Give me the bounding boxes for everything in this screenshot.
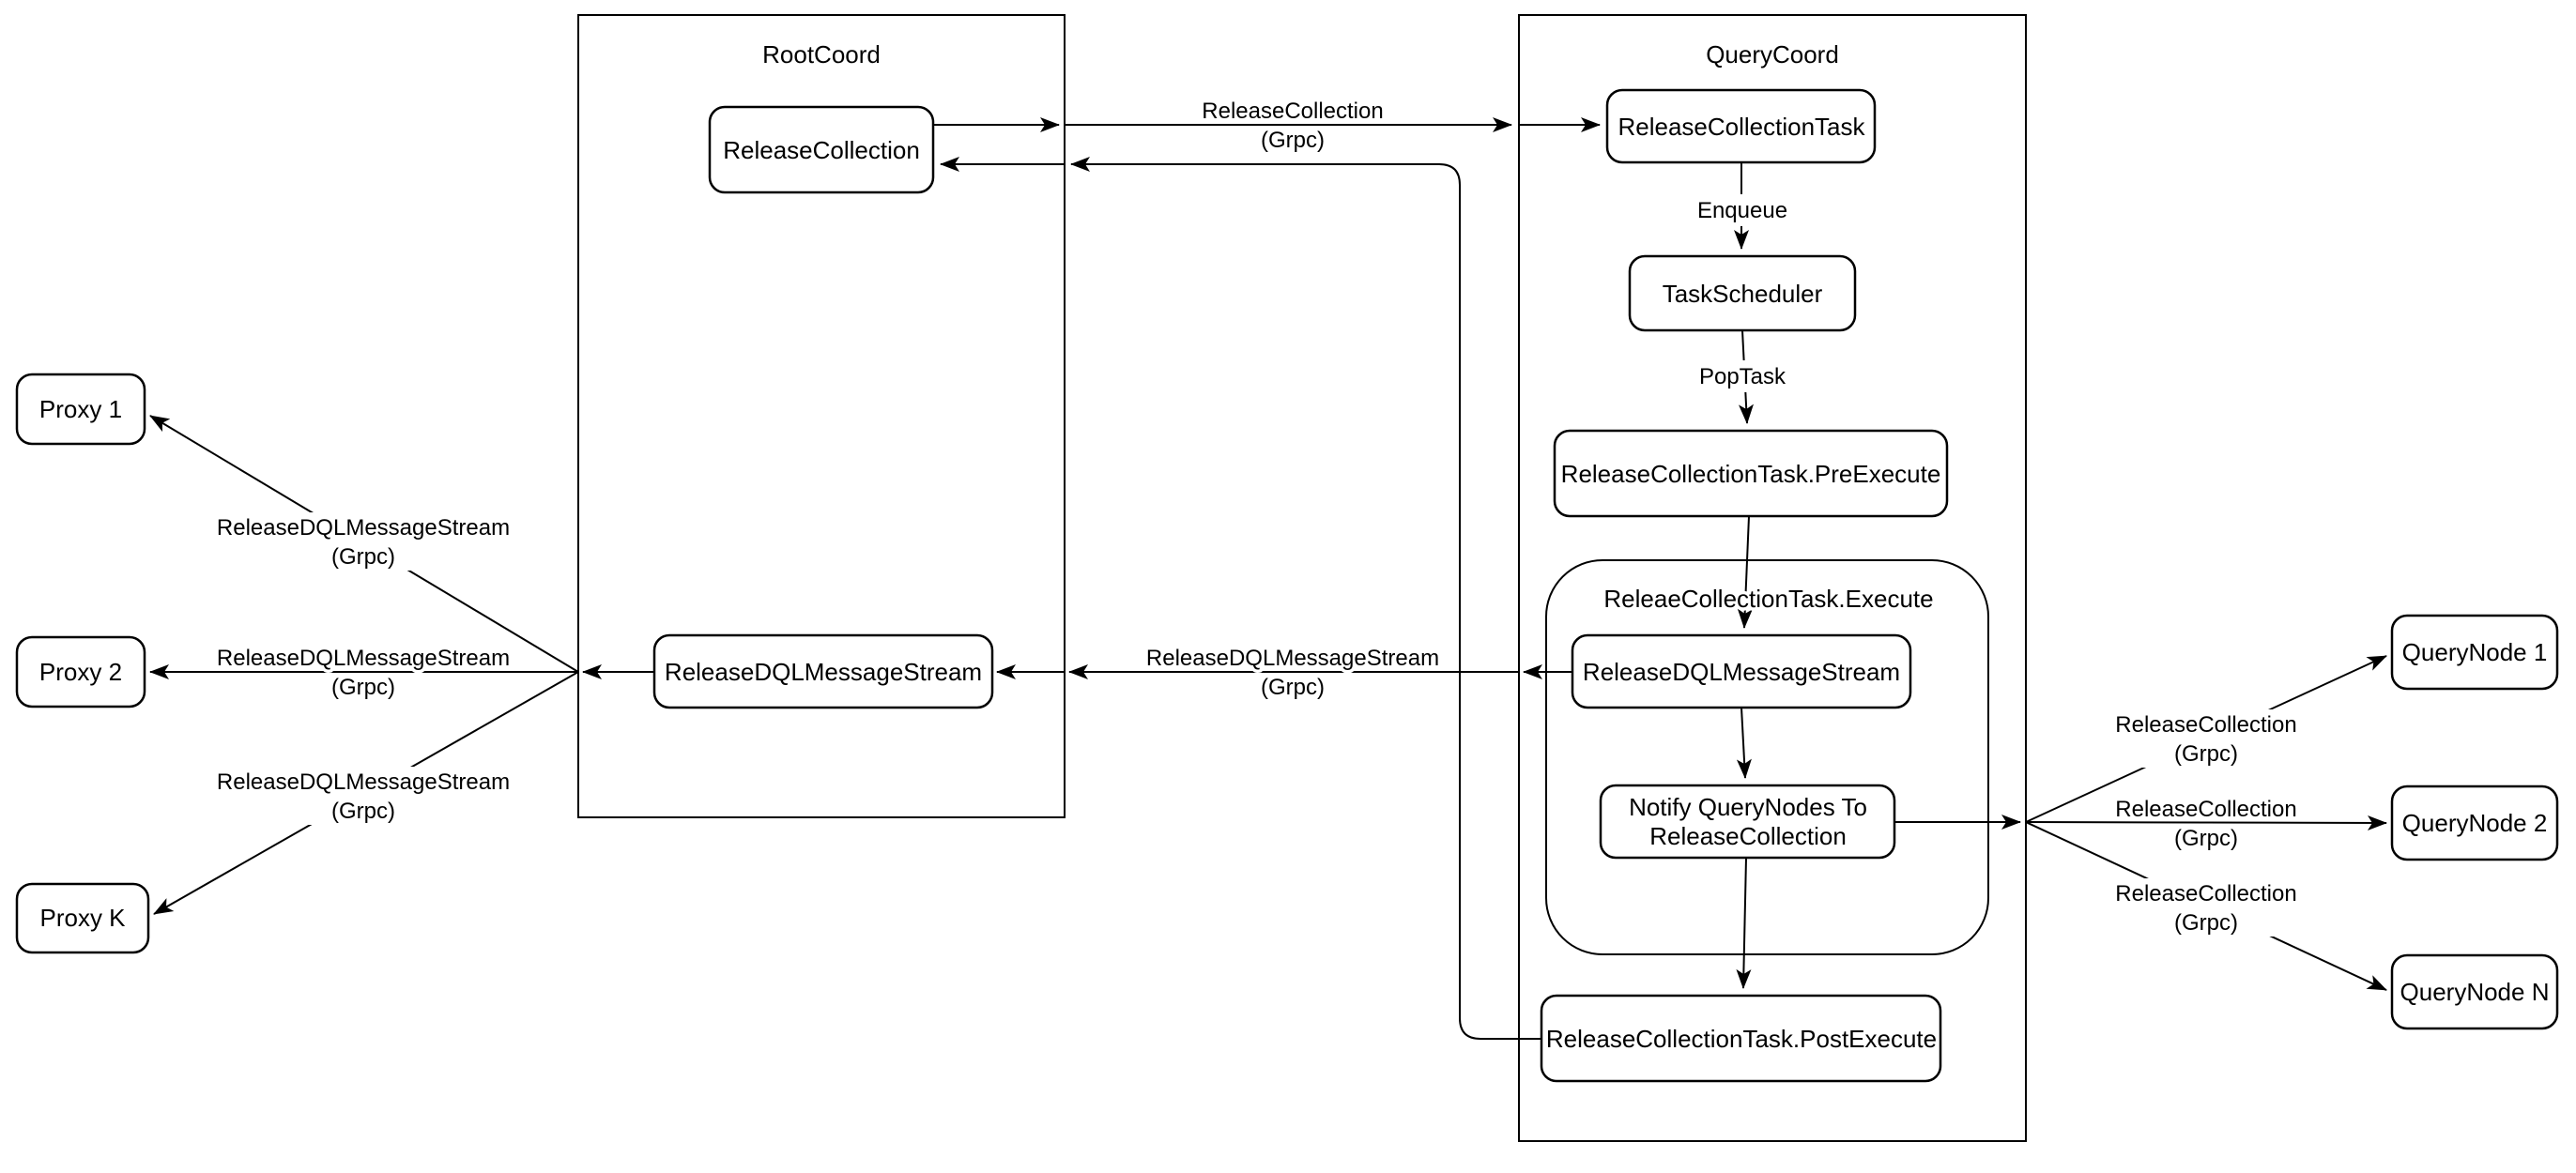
querynode-n-label: QueryNode N <box>2400 978 2550 1006</box>
querynode-2-label: QueryNode 2 <box>2402 809 2548 837</box>
enqueue-edge-label: Enqueue <box>1697 198 1787 223</box>
label-bg-poptask <box>1694 360 1791 392</box>
proxy-k-label: Proxy K <box>39 904 126 932</box>
label-bg-enqueue <box>1691 194 1794 226</box>
node-release-collection <box>708 105 935 194</box>
proxy-1-label: Proxy 1 <box>39 395 122 423</box>
node-querynode-1 <box>2390 614 2559 691</box>
rc-grpc-qn1-label-line1: ReleaseCollection <box>2115 712 2296 738</box>
dql-grpc-proxyk-label-line1: ReleaseDQLMessageStream <box>217 769 510 795</box>
release-collection-label: ReleaseCollection <box>723 136 920 164</box>
notify-querynodes-label-line1: Notify QueryNodes To <box>1629 793 1867 821</box>
querycoord-title: QueryCoord <box>1706 40 1839 69</box>
dql-grpc-proxyk-label-line2: (Grpc) <box>331 799 395 824</box>
rc-grpc-qn1-label-line2: (Grpc) <box>2174 741 2238 767</box>
edge-fan-to-querynode2 <box>2025 815 2387 830</box>
labels: RootCoord QueryCoord ReleaeCollectionTas… <box>39 40 2550 1053</box>
node-rootcoord-dql-stream <box>652 633 994 709</box>
post-execute-label: ReleaseCollectionTask.PostExecute <box>1546 1025 1937 1053</box>
execute-group-container <box>1545 559 1989 955</box>
node-querynode-n <box>2390 953 2559 1030</box>
edges <box>149 117 2387 1040</box>
node-notify-querynodes <box>1599 784 1896 860</box>
rc-grpc-qn2-label-line2: (Grpc) <box>2174 826 2238 851</box>
releasecollection-grpc-label-line1: ReleaseCollection <box>1202 99 1383 124</box>
node-release-collection-task <box>1605 88 1877 164</box>
notify-querynodes-label-line2: ReleaseCollection <box>1649 822 1847 850</box>
node-proxy-1 <box>15 373 146 446</box>
edge-preexecute-to-dqlstream <box>1737 515 1753 629</box>
node-querynode-2 <box>2390 785 2559 861</box>
node-proxy-2 <box>15 635 146 708</box>
node-post-execute <box>1540 994 1942 1083</box>
rootcoord-title: RootCoord <box>762 40 881 69</box>
release-collection-task-label: ReleaseCollectionTask <box>1618 113 1865 141</box>
nodes <box>15 88 2559 1083</box>
dql-grpc-proxy1-label-line2: (Grpc) <box>331 544 395 570</box>
rc-grpc-qn2-label-line1: ReleaseCollection <box>2115 797 2296 822</box>
execute-dql-stream-label: ReleaseDQLMessageStream <box>1583 658 1900 686</box>
dql-grpc-proxy1-label-line1: ReleaseDQLMessageStream <box>217 515 510 541</box>
label-bg-proxy1 <box>224 512 502 571</box>
edge-label-backgrounds <box>224 194 2303 937</box>
label-bg-proxyk <box>224 767 502 825</box>
node-proxy-k <box>15 882 150 954</box>
node-pre-execute <box>1553 429 1949 518</box>
dql-grpc-mid-label-line1: ReleaseDQLMessageStream <box>1146 646 1439 671</box>
edge-dqlstream-to-notify <box>1736 707 1752 779</box>
node-task-scheduler <box>1628 254 1857 332</box>
execute-group-title: ReleaeCollectionTask.Execute <box>1603 585 1933 613</box>
label-bg-querynoden <box>2109 878 2303 937</box>
edge-postexecute-return-to-rootcoord-border <box>1070 157 1541 1040</box>
label-bg-querynode1 <box>2109 709 2303 768</box>
dql-grpc-proxy2-label-line1: ReleaseDQLMessageStream <box>217 646 510 671</box>
pre-execute-label: ReleaseCollectionTask.PreExecute <box>1561 460 1941 488</box>
dql-grpc-mid-label-line2: (Grpc) <box>1261 675 1325 700</box>
node-execute-dql-stream <box>1571 633 1912 709</box>
rc-grpc-qnn-label-line2: (Grpc) <box>2174 910 2238 936</box>
releasecollection-grpc-label-line2: (Grpc) <box>1261 128 1325 153</box>
task-scheduler-label: TaskScheduler <box>1663 280 1823 308</box>
poptask-edge-label: PopTask <box>1699 364 1786 389</box>
proxy-2-label: Proxy 2 <box>39 658 122 686</box>
edge-notify-to-postexecute <box>1736 857 1752 989</box>
rc-grpc-qnn-label-line1: ReleaseCollection <box>2115 881 2296 906</box>
querynode-1-label: QueryNode 1 <box>2402 638 2548 666</box>
dql-grpc-proxy2-label-line2: (Grpc) <box>331 675 395 700</box>
rootcoord-dql-stream-label: ReleaseDQLMessageStream <box>665 658 982 686</box>
